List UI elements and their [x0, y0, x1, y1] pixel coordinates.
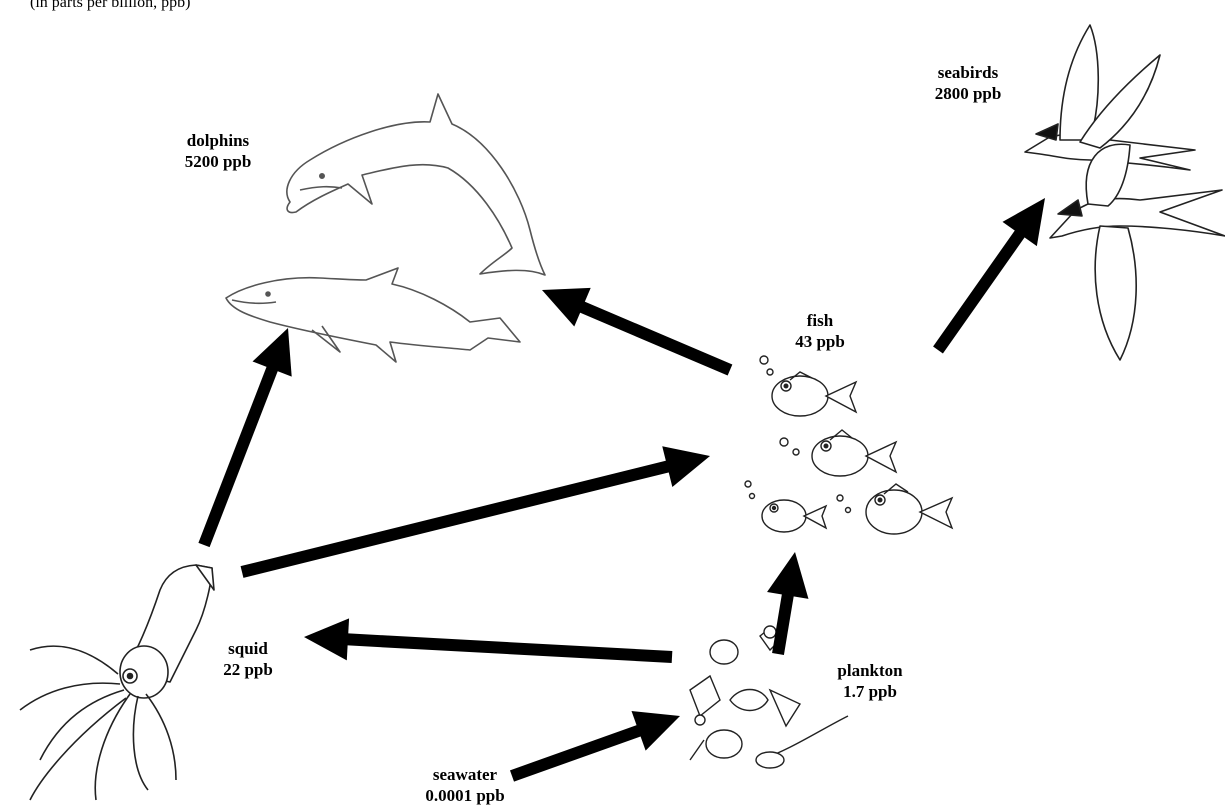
arrow-shaft [344, 639, 672, 657]
squid-label: squid 22 ppb [208, 638, 288, 680]
arrow-head [304, 618, 349, 660]
dolphins-label: dolphins 5200 ppb [168, 130, 268, 172]
seabirds-name: seabirds [918, 62, 1018, 83]
arrow-squid-to-dolphins [204, 328, 292, 545]
arrow-squid-to-fish [242, 446, 710, 572]
fish-name: fish [780, 310, 860, 331]
squid-name: squid [208, 638, 288, 659]
arrow-fish-to-dolphins [542, 288, 730, 370]
fish-label: fish 43 ppb [780, 310, 860, 352]
arrow-shaft [938, 231, 1022, 350]
seabirds-label: seabirds 2800 ppb [918, 62, 1018, 104]
dolphins-value: 5200 ppb [168, 151, 268, 172]
seabirds-illustration [1025, 25, 1225, 360]
seawater-value: 0.0001 ppb [405, 785, 525, 806]
plankton-name: plankton [820, 660, 920, 681]
squid-illustration [20, 565, 214, 800]
plankton-label: plankton 1.7 ppb [820, 660, 920, 702]
fish-value: 43 ppb [780, 331, 860, 352]
arrow-shaft [512, 729, 642, 776]
dolphins-name: dolphins [168, 130, 268, 151]
arrow-shaft [242, 466, 671, 572]
arrow-head [632, 711, 680, 751]
arrow-shaft [204, 365, 274, 545]
arrow-shaft [778, 591, 788, 654]
fish-illustration [745, 356, 952, 534]
seawater-name: seawater [405, 764, 525, 785]
arrow-fish-to-seabirds [938, 198, 1045, 350]
arrow-head [1003, 198, 1045, 246]
squid-value: 22 ppb [208, 659, 288, 680]
seawater-label: seawater 0.0001 ppb [405, 764, 525, 806]
arrow-head [767, 552, 808, 599]
dolphins-illustration [226, 94, 545, 362]
arrow-head [662, 446, 710, 487]
arrow-plankton-to-squid [304, 618, 672, 660]
seabirds-value: 2800 ppb [918, 83, 1018, 104]
arrow-seawater-to-plankton [512, 711, 680, 776]
arrow-shaft [579, 306, 730, 370]
plankton-value: 1.7 ppb [820, 681, 920, 702]
